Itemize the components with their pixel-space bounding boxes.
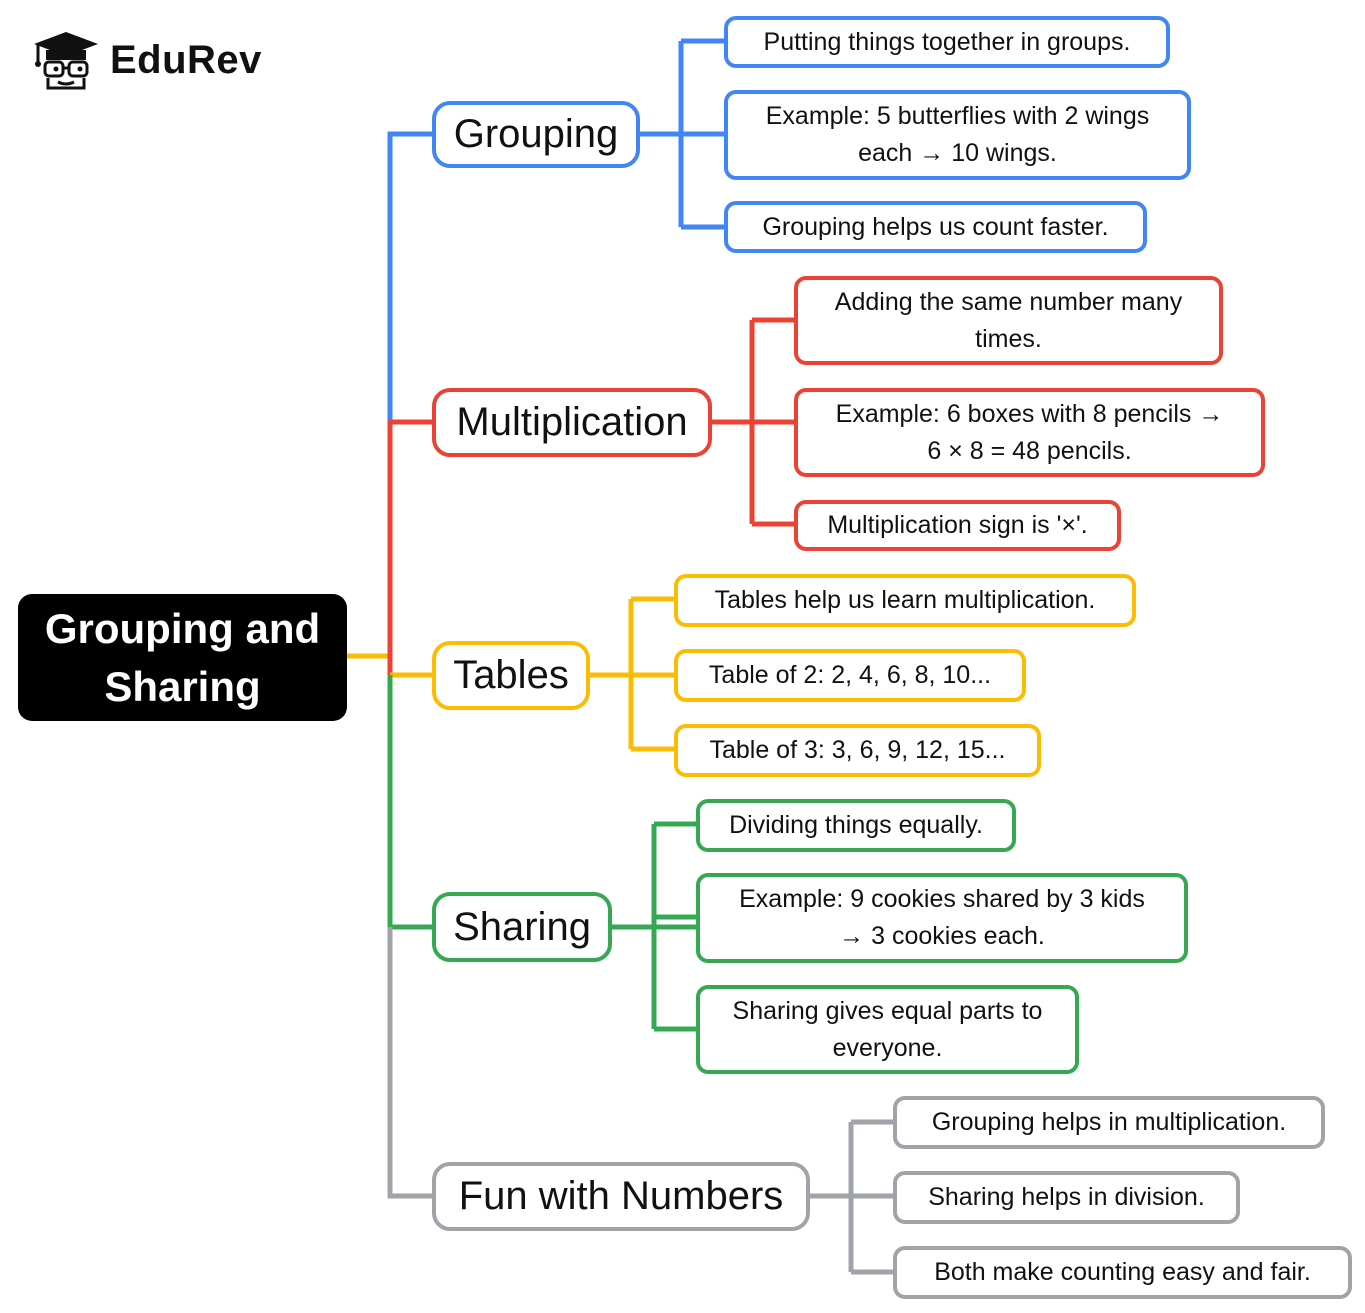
leaf-grouping-2-line1: Example: 5 butterflies with 2 wings bbox=[765, 102, 1150, 130]
connector-trunk-fun bbox=[387, 927, 434, 1199]
leaf-tables-3-text: Table of 3: 3, 6, 9, 12, 15... bbox=[709, 736, 1006, 764]
connector-grouping-leaves bbox=[638, 38, 726, 230]
branch-tables-label: Tables bbox=[453, 653, 569, 697]
branch-fun-with-numbers: Fun with Numbers bbox=[432, 1162, 810, 1231]
leaf-multiplication-2-line2: 6 × 8 = 48 pencils. bbox=[927, 436, 1132, 465]
leaf-multiplication-1-line1: Adding the same number many bbox=[834, 287, 1183, 316]
leaf-tables-2-text: Table of 2: 2, 4, 6, 8, 10... bbox=[708, 661, 992, 689]
leaf-sharing-2: Example: 9 cookies shared by 3 kids → 3 … bbox=[696, 873, 1188, 963]
leaf-grouping-3: Grouping helps us count faster. bbox=[724, 201, 1147, 253]
leaf-sharing-1: Dividing things equally. bbox=[696, 799, 1016, 852]
leaf-grouping-3-text: Grouping helps us count faster. bbox=[762, 212, 1109, 241]
leaf-tables-1: Tables help us learn multiplication. bbox=[674, 574, 1136, 627]
leaf-fun-1-text: Grouping helps in multiplication. bbox=[931, 1108, 1287, 1136]
branch-sharing: Sharing bbox=[432, 892, 612, 962]
leaf-multiplication-2: Example: 6 boxes with 8 pencils → 6 × 8 … bbox=[794, 388, 1265, 477]
branch-multiplication: Multiplication bbox=[432, 388, 712, 457]
connector-trunk-sharing bbox=[387, 675, 434, 930]
leaf-multiplication-1: Adding the same number many times. bbox=[794, 276, 1223, 365]
leaf-sharing-3: Sharing gives equal parts to everyone. bbox=[696, 985, 1079, 1074]
leaf-multiplication-3-text: Multiplication sign is '×'. bbox=[827, 511, 1088, 539]
connector-tables-leaves bbox=[588, 596, 676, 752]
leaf-sharing-2-line1: Example: 9 cookies shared by 3 kids bbox=[739, 885, 1145, 913]
leaf-fun-1: Grouping helps in multiplication. bbox=[893, 1096, 1325, 1149]
leaf-fun-2: Sharing helps in division. bbox=[893, 1171, 1240, 1224]
connector-trunk-multiplication bbox=[387, 419, 434, 675]
leaf-grouping-1: Putting things together in groups. bbox=[724, 16, 1170, 68]
leaf-fun-3-text: Both make counting easy and fair. bbox=[934, 1258, 1311, 1286]
leaf-multiplication-1-line2: times. bbox=[975, 324, 1042, 353]
leaf-sharing-1-text: Dividing things equally. bbox=[729, 811, 983, 839]
edurev-logo: EduRev bbox=[28, 28, 262, 92]
leaf-sharing-3-line1: Sharing gives equal parts to bbox=[732, 996, 1043, 1025]
leaf-fun-3: Both make counting easy and fair. bbox=[893, 1246, 1352, 1299]
leaf-multiplication-3: Multiplication sign is '×'. bbox=[794, 500, 1121, 551]
branch-sharing-label: Sharing bbox=[453, 904, 591, 949]
root-node: Grouping and Sharing bbox=[18, 594, 347, 721]
leaf-tables-2: Table of 2: 2, 4, 6, 8, 10... bbox=[674, 649, 1026, 702]
graduation-cap-icon bbox=[34, 32, 98, 90]
leaf-tables-3: Table of 3: 3, 6, 9, 12, 15... bbox=[674, 724, 1041, 777]
leaf-sharing-3-line2: everyone. bbox=[832, 1033, 943, 1062]
connector-trunk-grouping bbox=[387, 131, 434, 422]
branch-grouping-label: Grouping bbox=[453, 112, 619, 156]
connector-fun-leaves bbox=[808, 1119, 895, 1275]
leaf-multiplication-2-line1: Example: 6 boxes with 8 pencils → bbox=[835, 399, 1224, 428]
leaf-fun-2-text: Sharing helps in division. bbox=[928, 1183, 1205, 1211]
brand-name: EduRev bbox=[110, 37, 262, 82]
branch-tables: Tables bbox=[432, 641, 590, 710]
leaf-sharing-2-line2: → 3 cookies each. bbox=[839, 922, 1045, 950]
connector-sharing-leaves bbox=[610, 821, 698, 1032]
root-label-line1: Grouping and bbox=[44, 604, 321, 652]
branch-multiplication-label: Multiplication bbox=[456, 400, 688, 444]
leaf-grouping-2: Example: 5 butterflies with 2 wings each… bbox=[724, 90, 1191, 180]
leaf-grouping-2-line2: each → 10 wings. bbox=[858, 139, 1057, 167]
leaf-grouping-1-text: Putting things together in groups. bbox=[763, 27, 1131, 56]
branch-fun-with-numbers-label: Fun with Numbers bbox=[458, 1174, 784, 1218]
connector-multiplication-leaves bbox=[710, 317, 796, 527]
leaf-tables-1-text: Tables help us learn multiplication. bbox=[714, 586, 1096, 614]
root-label-line2: Sharing bbox=[104, 662, 261, 710]
branch-grouping: Grouping bbox=[432, 101, 640, 168]
